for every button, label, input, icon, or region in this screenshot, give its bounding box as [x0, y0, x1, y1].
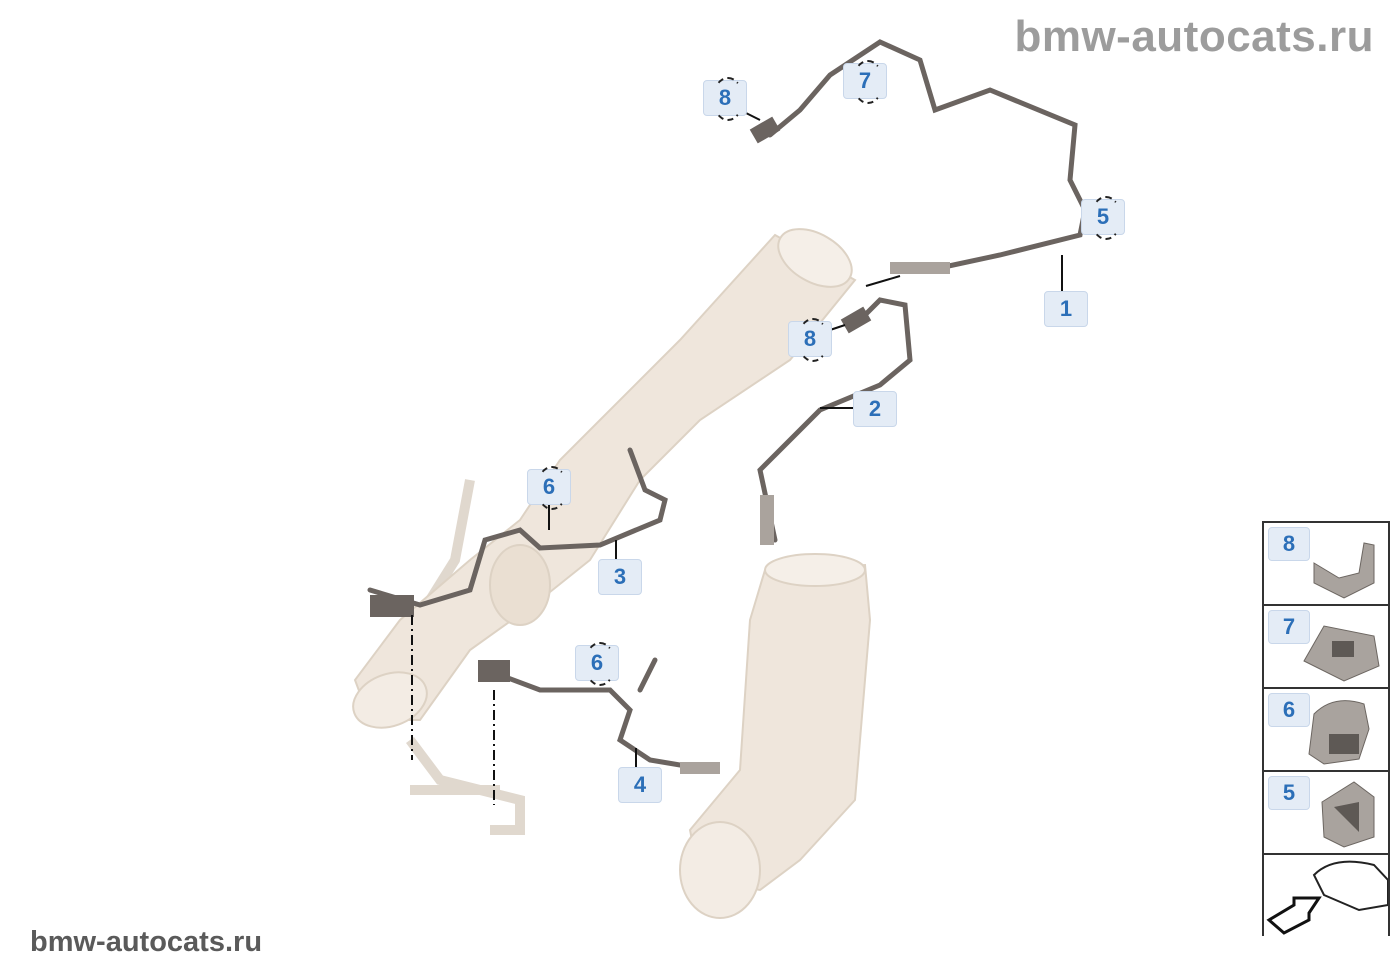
- legend-number: 8: [1282, 531, 1296, 556]
- legend-number: 7: [1282, 614, 1296, 639]
- callout-number: 1: [1059, 296, 1073, 321]
- legend-item-6[interactable]: 6: [1264, 687, 1388, 770]
- callout-1[interactable]: 1: [1044, 291, 1088, 327]
- clip-icon: [1313, 542, 1375, 599]
- connectors: [370, 116, 950, 774]
- legend-number: 6: [1282, 697, 1296, 722]
- callout-number: 8: [803, 326, 817, 351]
- watermark-bottom: bmw-autocats.ru: [30, 926, 263, 958]
- callout-number: 4: [633, 772, 647, 797]
- legend-item-7[interactable]: 7: [1264, 604, 1388, 687]
- parts-legend: 8 7 6 5: [1262, 521, 1390, 936]
- callout-number: 5: [1096, 204, 1110, 229]
- legend-item-5[interactable]: 5: [1264, 770, 1388, 853]
- watermark-top: bmw-autocats.ru: [1014, 12, 1374, 61]
- callout-6[interactable]: 6: [527, 466, 571, 510]
- callout-5[interactable]: 5: [1081, 196, 1125, 240]
- legend-number: 5: [1282, 780, 1296, 805]
- callout-number: 2: [868, 396, 882, 421]
- callout-number: 7: [858, 68, 872, 93]
- callout-number: 8: [718, 85, 732, 110]
- callout-number: 6: [590, 650, 604, 675]
- callout-number: 3: [613, 564, 627, 589]
- callout-3[interactable]: 3: [598, 559, 642, 595]
- sensor-cables: [367, 39, 1088, 773]
- clip-icon: [1308, 700, 1370, 765]
- exhaust-pipe-front: [352, 228, 857, 729]
- callout-2[interactable]: 2: [853, 391, 897, 427]
- vehicle-orientation: [1264, 853, 1388, 936]
- legend-item-8[interactable]: 8: [1264, 521, 1388, 604]
- leader-lines: [411, 109, 1063, 805]
- callout-8[interactable]: 8: [788, 318, 832, 362]
- callout-6[interactable]: 6: [575, 642, 619, 686]
- clip-icon: [1303, 625, 1380, 682]
- catalytic-converter: [679, 553, 872, 919]
- callout-4[interactable]: 4: [618, 767, 662, 803]
- callout-7[interactable]: 7: [843, 60, 887, 104]
- callout-number: 6: [542, 474, 556, 499]
- callout-8[interactable]: 8: [703, 77, 747, 121]
- car-direction-icon: [1266, 860, 1388, 935]
- clip-icon: [1321, 781, 1375, 848]
